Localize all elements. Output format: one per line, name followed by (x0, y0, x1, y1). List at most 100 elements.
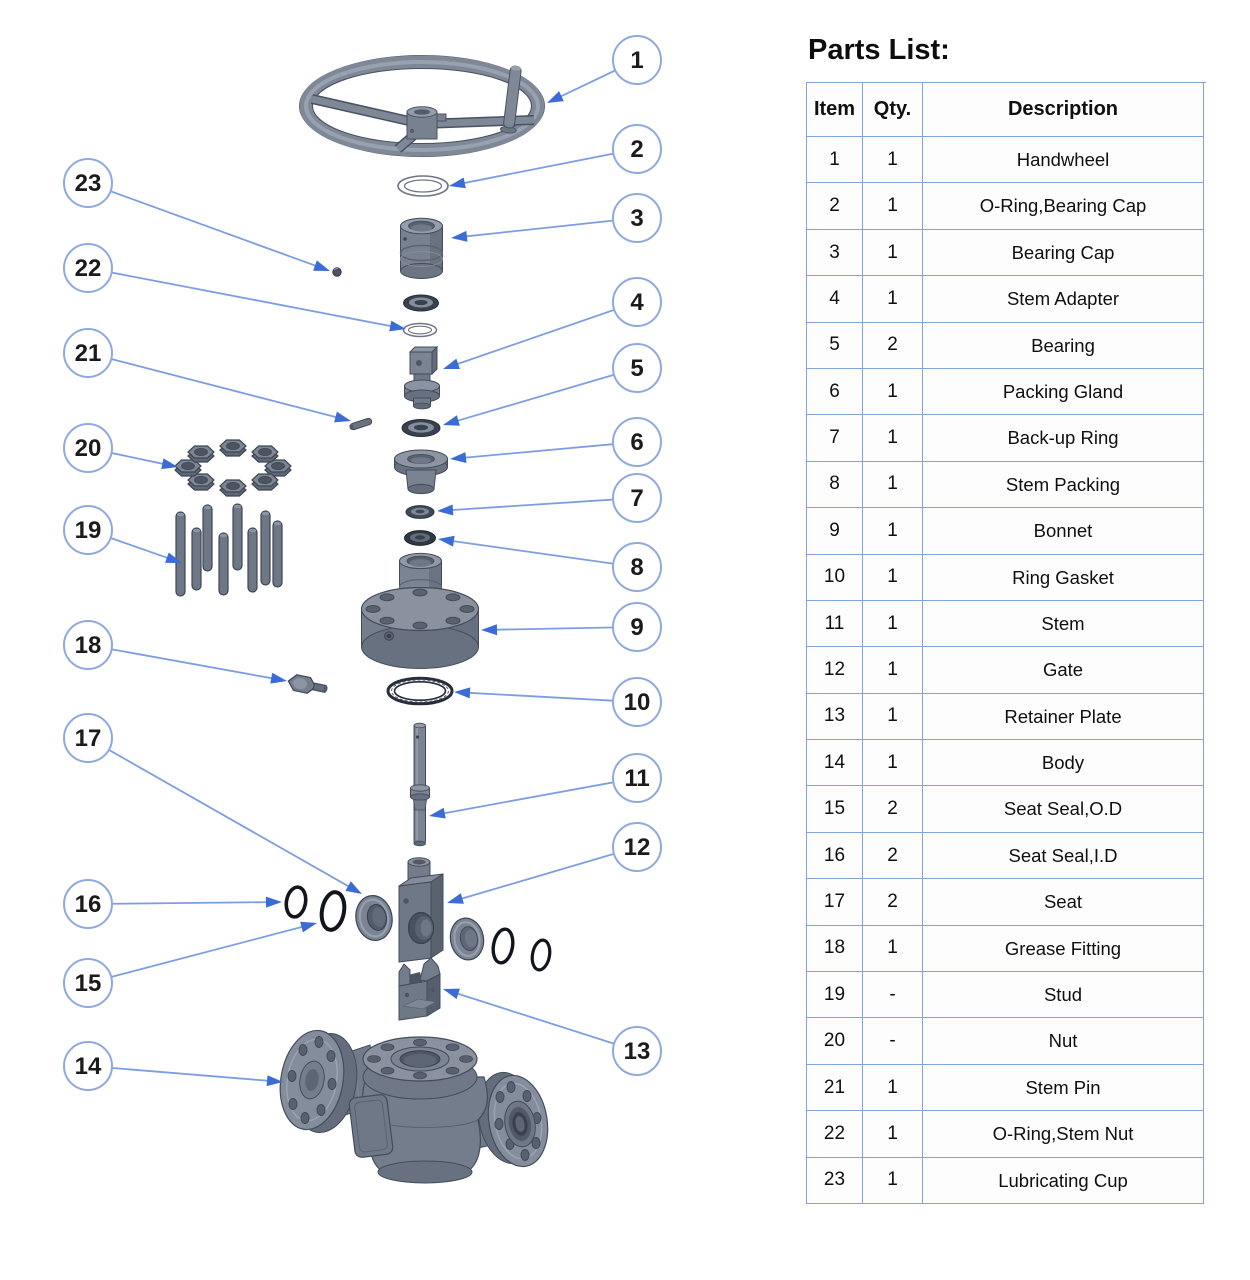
callout-bubble (612, 277, 662, 327)
cell-description: Body (923, 740, 1204, 787)
callout-7: 7 (437, 473, 662, 523)
part-gate (398, 857, 444, 963)
callout-bubble (63, 423, 113, 473)
callout-bubble (612, 542, 662, 592)
column-header-item: Item (807, 83, 863, 137)
stud (260, 510, 271, 586)
nut (187, 445, 215, 463)
callout-bubble (63, 158, 113, 208)
nut (187, 473, 215, 491)
callout-bubble (612, 193, 662, 243)
stud (247, 527, 258, 593)
cell-qty: - (863, 972, 923, 1019)
cell-description: Stem Packing (923, 461, 1204, 509)
callout-number: 10 (624, 689, 651, 716)
part-backup-ring (405, 505, 435, 519)
cell-item: 21 (807, 1064, 863, 1112)
cell-qty: 2 (863, 786, 923, 833)
cell-qty: 1 (863, 647, 923, 694)
callout-4: 4 (443, 277, 662, 369)
callout-number: 18 (75, 632, 102, 659)
callout-number: 22 (75, 255, 102, 282)
part-stem (410, 722, 430, 847)
callout-1: 1 (547, 35, 662, 103)
cell-qty: 2 (863, 832, 923, 880)
part-retainer-plate (398, 957, 441, 1021)
cell-qty: 1 (863, 1064, 923, 1112)
cell-item: 18 (807, 925, 863, 973)
part-oring-bearing-cap (397, 175, 449, 197)
callout-13: 13 (443, 988, 662, 1076)
callout-12: 12 (447, 822, 662, 904)
cell-description: Seat Seal,I.D (923, 832, 1204, 880)
cell-description: O-Ring,Bearing Cap (923, 183, 1204, 230)
cell-item: 2 (807, 183, 863, 230)
callout-6: 6 (450, 417, 662, 467)
cell-description: Packing Gland (923, 368, 1204, 416)
cell-item: 14 (807, 740, 863, 787)
cell-item: 8 (807, 461, 863, 509)
cell-item: 3 (807, 229, 863, 277)
cell-qty: 1 (863, 693, 923, 741)
callout-20: 20 (63, 423, 178, 473)
part-bearing-upper (403, 294, 439, 312)
callout-number: 11 (624, 765, 649, 792)
part-body (279, 1029, 549, 1184)
cell-item: 12 (807, 647, 863, 694)
part-packing-gland (394, 449, 448, 495)
part-seat-seal-od-right (491, 927, 515, 965)
stud (272, 520, 283, 588)
callout-bubble (612, 822, 662, 872)
callout-21: 21 (63, 328, 351, 423)
part-seat-seal-id-right (530, 938, 552, 972)
part-lubricating-cup (332, 267, 342, 277)
callout-8: 8 (438, 535, 662, 592)
cell-qty: 1 (863, 183, 923, 230)
callout-bubble (63, 1041, 113, 1091)
callout-number: 19 (75, 517, 102, 544)
cell-qty: 2 (863, 322, 923, 369)
part-seat-seal-id-left (284, 885, 308, 919)
callout-number: 12 (624, 834, 651, 861)
cell-qty: 1 (863, 229, 923, 277)
callout-bubble (63, 243, 113, 293)
callout-bubble (612, 473, 662, 523)
callout-10: 10 (454, 677, 662, 727)
callout-bubble (612, 417, 662, 467)
parts-list-title: Parts List: (808, 34, 950, 66)
cell-item: 4 (807, 276, 863, 323)
cell-item: 10 (807, 554, 863, 601)
cell-description: Ring Gasket (923, 554, 1204, 601)
callout-bubble (612, 35, 662, 85)
callout-number: 14 (75, 1053, 102, 1080)
cell-qty: 1 (863, 461, 923, 509)
callout-number: 16 (75, 891, 102, 918)
cell-item: 20 (807, 1018, 863, 1065)
callout-number: 8 (630, 554, 643, 581)
callout-9: 9 (481, 602, 662, 652)
cell-item: 15 (807, 786, 863, 833)
callout-5: 5 (443, 343, 662, 426)
cell-item: 6 (807, 368, 863, 416)
cell-qty: 1 (863, 1111, 923, 1158)
cell-description: Gate (923, 647, 1204, 694)
callout-bubble (63, 328, 113, 378)
cell-item: 16 (807, 832, 863, 880)
cell-qty: 1 (863, 137, 923, 184)
callout-23: 23 (63, 158, 330, 271)
cell-qty: 1 (863, 276, 923, 323)
cell-qty: 1 (863, 368, 923, 416)
callout-14: 14 (63, 1041, 283, 1091)
nut (219, 479, 247, 497)
part-oring-stem-nut (402, 322, 438, 338)
callout-bubble (612, 343, 662, 393)
cell-item: 13 (807, 693, 863, 741)
cell-description: Grease Fitting (923, 925, 1204, 973)
cell-description: Stem (923, 600, 1204, 648)
callout-number: 3 (630, 205, 643, 232)
cell-qty: 1 (863, 415, 923, 462)
callout-18: 18 (63, 620, 287, 684)
callout-22: 22 (63, 243, 406, 332)
part-ring-gasket (386, 676, 454, 706)
